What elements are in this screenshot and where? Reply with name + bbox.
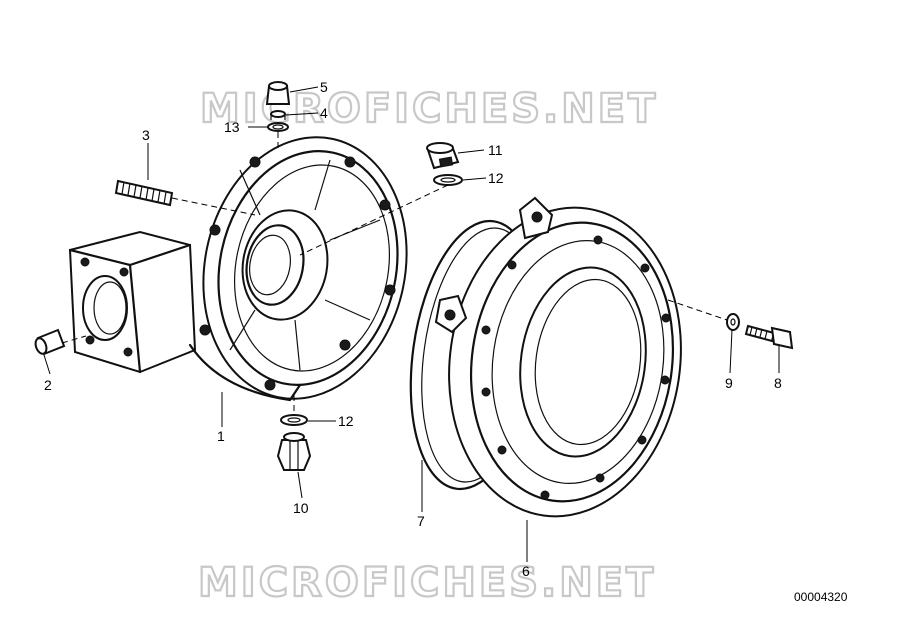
drain-plug: [276, 432, 312, 471]
axis-bolt: [667, 299, 728, 321]
bearing-flange: [434, 196, 682, 518]
axis-stud: [171, 197, 256, 216]
sealing-ring-top: [433, 174, 463, 186]
callout-1: 1: [217, 428, 225, 444]
callout-5: 5: [320, 79, 328, 95]
stud-bolt: [114, 179, 174, 207]
spring-washer: [726, 313, 740, 331]
washer: [270, 110, 286, 120]
leader-lines: [43, 86, 780, 562]
callout-12-bottom: 12: [338, 413, 354, 429]
callout-8: 8: [774, 375, 782, 391]
dowel-sleeve: [34, 328, 66, 356]
axis-filler: [299, 184, 449, 256]
callout-3: 3: [142, 127, 150, 143]
callout-10: 10: [293, 500, 309, 516]
callout-11: 11: [488, 142, 503, 158]
callout-13: 13: [224, 119, 240, 135]
callout-9: 9: [725, 375, 733, 391]
callout-6: 6: [522, 563, 530, 579]
watermark-bottom: MICROFICHES.NET: [198, 560, 656, 606]
callout-12-top: 12: [488, 170, 504, 186]
filler-plug: [426, 142, 460, 170]
callout-2: 2: [44, 377, 52, 393]
o-ring: [267, 122, 289, 132]
diagram-reference-number: 00004320: [794, 590, 848, 604]
cap-nut: [265, 81, 291, 105]
axis-sleeve: [61, 335, 87, 344]
sealing-ring-bottom: [280, 414, 308, 426]
callout-7: 7: [417, 513, 425, 529]
hex-bolt: [744, 324, 794, 350]
housing-cover: [68, 136, 408, 402]
callout-4: 4: [320, 105, 328, 121]
